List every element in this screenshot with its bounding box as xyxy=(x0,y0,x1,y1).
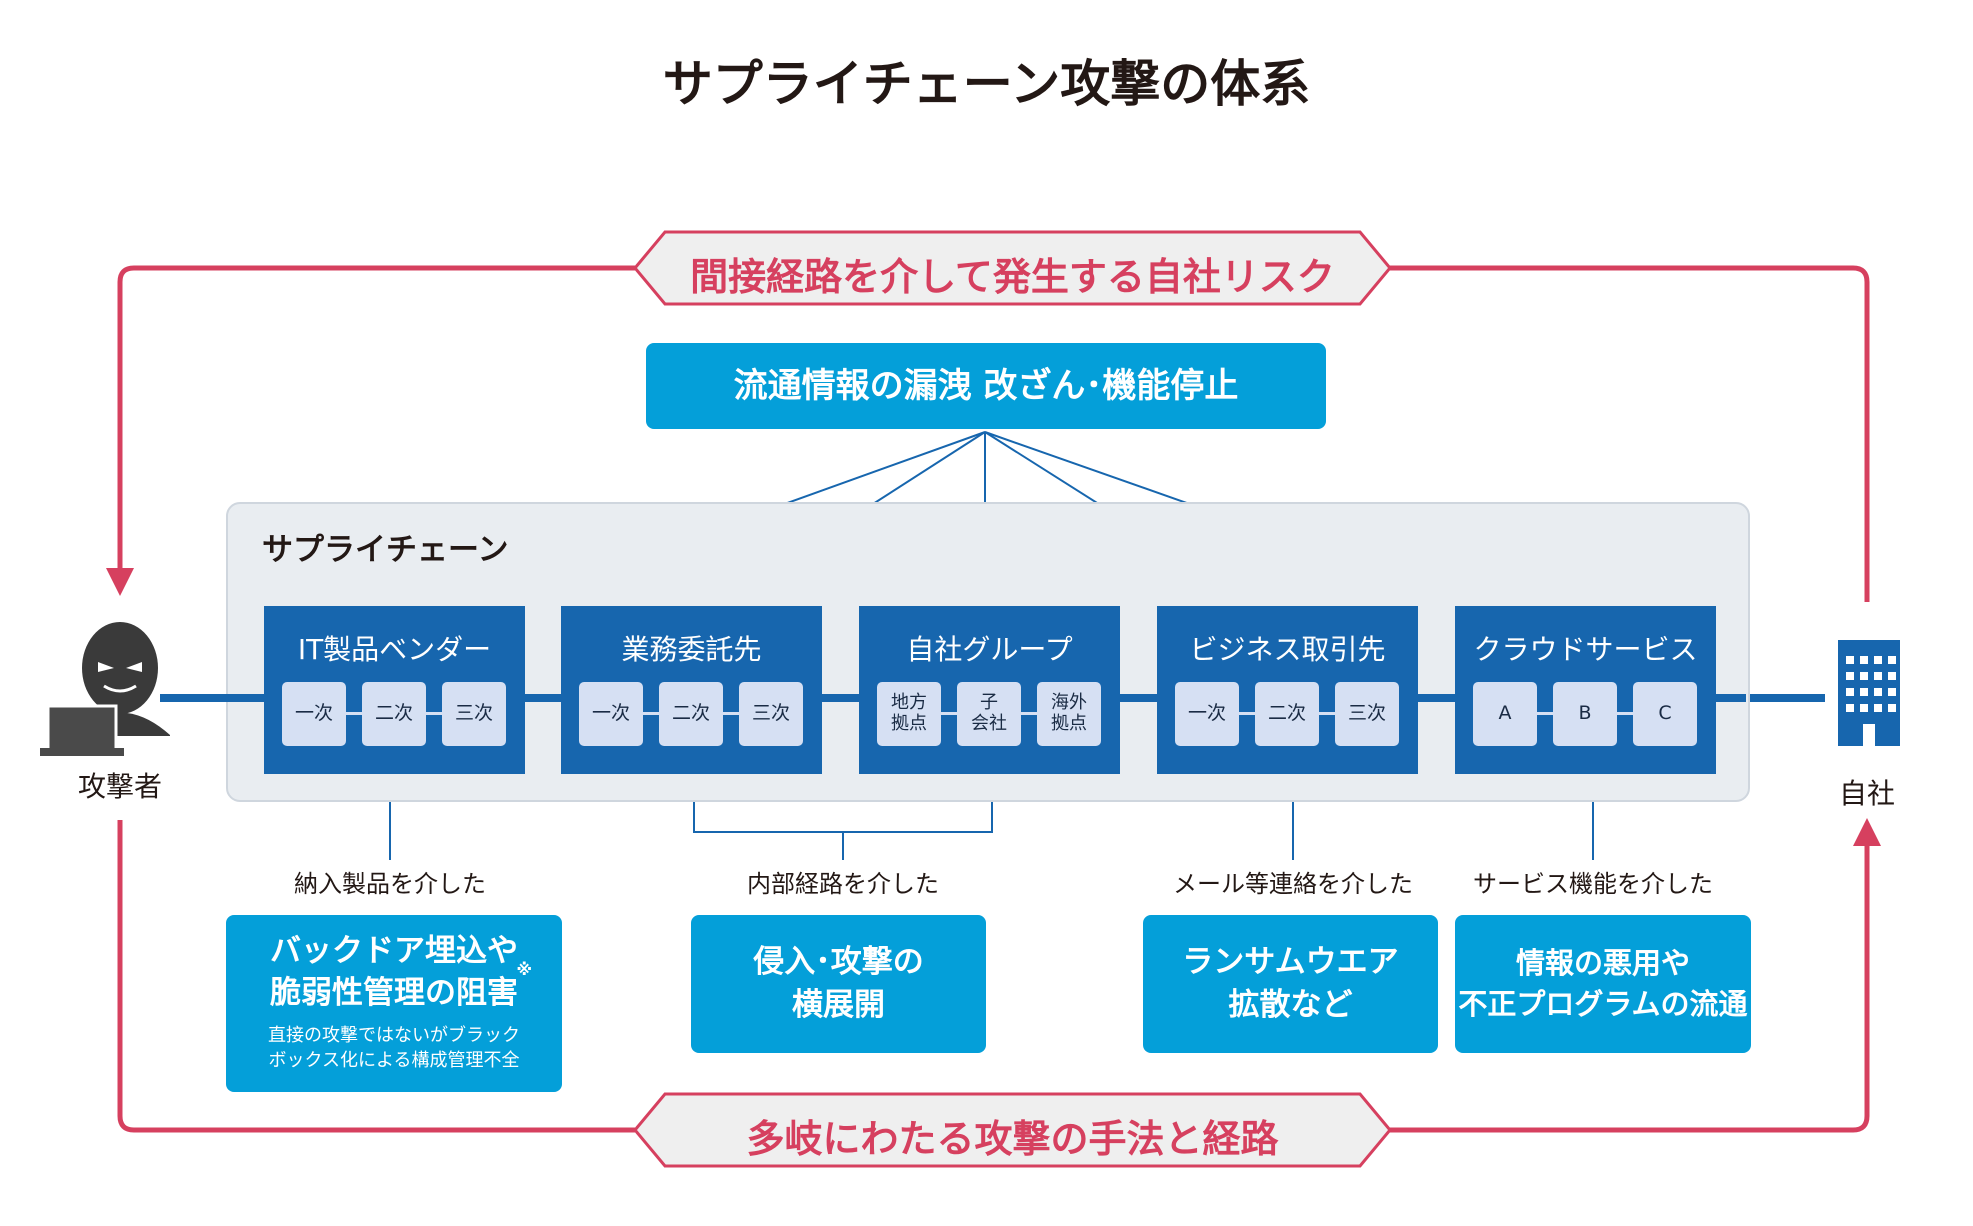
building-icon xyxy=(1838,640,1900,746)
impact-box-ransomware: ランサムウエア 拡散など xyxy=(1143,915,1438,1053)
group-cloud-services: クラウドサービス A B C xyxy=(1455,606,1716,774)
impact-text: バックドア埋込や 脆弱性管理の阻害※ xyxy=(270,933,532,1011)
impact-box-lateral: 侵入･攻撃の 横展開 xyxy=(691,915,986,1053)
via-label: メール等連絡を介した xyxy=(1173,870,1413,898)
note-mark: ※ xyxy=(516,960,532,979)
bottom-banner: 多岐にわたる攻撃の手法と経路 xyxy=(746,1117,1279,1161)
via-label: 納入製品を介した xyxy=(294,870,486,898)
sub-box: 三次 xyxy=(1335,682,1399,746)
group-outsourcing: 業務委託先 一次 二次 三次 xyxy=(561,606,822,774)
sub-box: 一次 xyxy=(282,682,346,746)
top-left-red-line xyxy=(117,265,635,570)
sub-box: A xyxy=(1473,682,1537,746)
sub-box: 一次 xyxy=(1175,682,1239,746)
company-label: 自社 xyxy=(1838,777,1895,810)
top-right-red-line xyxy=(1390,265,1870,602)
top-banner: 間接経路を介して発生する自社リスク xyxy=(690,255,1335,299)
group-title: 業務委託先 xyxy=(621,633,762,666)
sub-box: 三次 xyxy=(442,682,506,746)
group-it-vendor: IT製品ベンダー 一次 二次 三次 xyxy=(264,606,525,774)
attacker-label: 攻撃者 xyxy=(77,770,162,803)
sub-box: 三次 xyxy=(739,682,803,746)
sub-box: C xyxy=(1633,682,1697,746)
impact-box-misuse: 情報の悪用や 不正プログラムの流通 xyxy=(1455,915,1751,1053)
sub-box: 二次 xyxy=(362,682,426,746)
via-label: サービス機能を介した xyxy=(1473,870,1713,898)
sub-box: 二次 xyxy=(1255,682,1319,746)
hacker-icon xyxy=(40,622,170,756)
top-banner-shape xyxy=(633,230,1392,306)
impact-text: 侵入･攻撃の 横展開 xyxy=(753,943,924,1023)
impact-text: 情報の悪用や 不正プログラムの流通 xyxy=(1458,946,1748,1021)
group-own-group: 自社グループ 地方 拠点 子 会社 海外 拠点 xyxy=(859,606,1120,774)
impact-box-backdoor: バックドア埋込や 脆弱性管理の阻害※ 直接の攻撃ではないがブラック ボックス化に… xyxy=(226,915,562,1092)
group-title: ビジネス取引先 xyxy=(1189,633,1386,666)
via-label: 内部経路を介した xyxy=(747,870,939,898)
impact-text: ランサムウエア 拡散など xyxy=(1182,943,1399,1023)
supply-chain-label: サプライチェーン xyxy=(262,532,509,568)
group-title: 自社グループ xyxy=(906,633,1073,666)
sub-box: 二次 xyxy=(659,682,723,746)
bottom-banner-shape xyxy=(633,1092,1392,1168)
down-arrow-head xyxy=(106,568,134,596)
up-arrow-head xyxy=(1853,818,1881,846)
bottom-right-red-line xyxy=(1390,842,1870,1133)
sub-box: 地方 拠点 xyxy=(877,682,941,746)
group-title: IT製品ベンダー xyxy=(297,633,492,666)
bottom-left-red-line xyxy=(117,820,635,1133)
sub-box: 海外 拠点 xyxy=(1037,682,1101,746)
risk-box: 流通情報の漏洩 改ざん･機能停止 xyxy=(646,343,1326,429)
sub-box: 一次 xyxy=(579,682,643,746)
group-title: クラウドサービス xyxy=(1473,633,1698,666)
impact-note: 直接の攻撃ではないがブラック ボックス化による構成管理不全 xyxy=(268,1024,520,1071)
group-business-partners: ビジネス取引先 一次 二次 三次 xyxy=(1157,606,1418,774)
sub-box: 子 会社 xyxy=(957,682,1021,746)
sub-box: B xyxy=(1553,682,1617,746)
diagram-title: サプライチェーン攻撃の体系 xyxy=(662,55,1311,113)
